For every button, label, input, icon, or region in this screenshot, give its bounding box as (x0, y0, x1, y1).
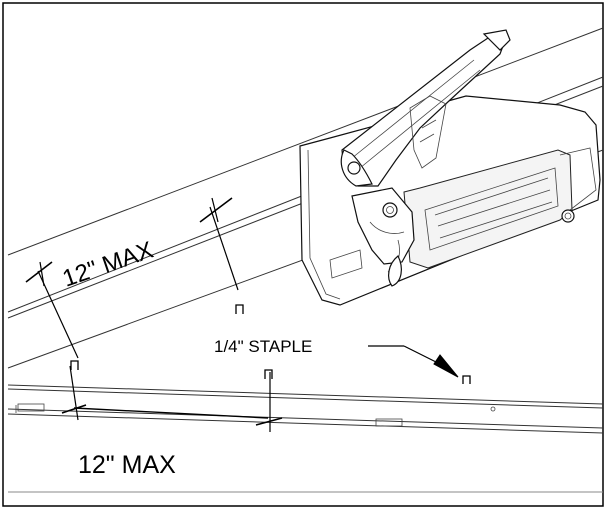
staple-gun-icon (299, 29, 601, 306)
staple-icon (70, 304, 471, 384)
lower-board (7, 384, 604, 493)
board-slot-right (375, 418, 403, 427)
lower-dimension (61, 365, 283, 432)
lower-dimension-label: 12" MAX (78, 451, 176, 479)
board-hole (490, 406, 496, 412)
board-slot-left (17, 403, 45, 412)
staple-callout-label: 1/4" STAPLE (214, 337, 312, 356)
upper-dimension (25, 197, 239, 359)
staple-callout-leader (368, 345, 459, 378)
